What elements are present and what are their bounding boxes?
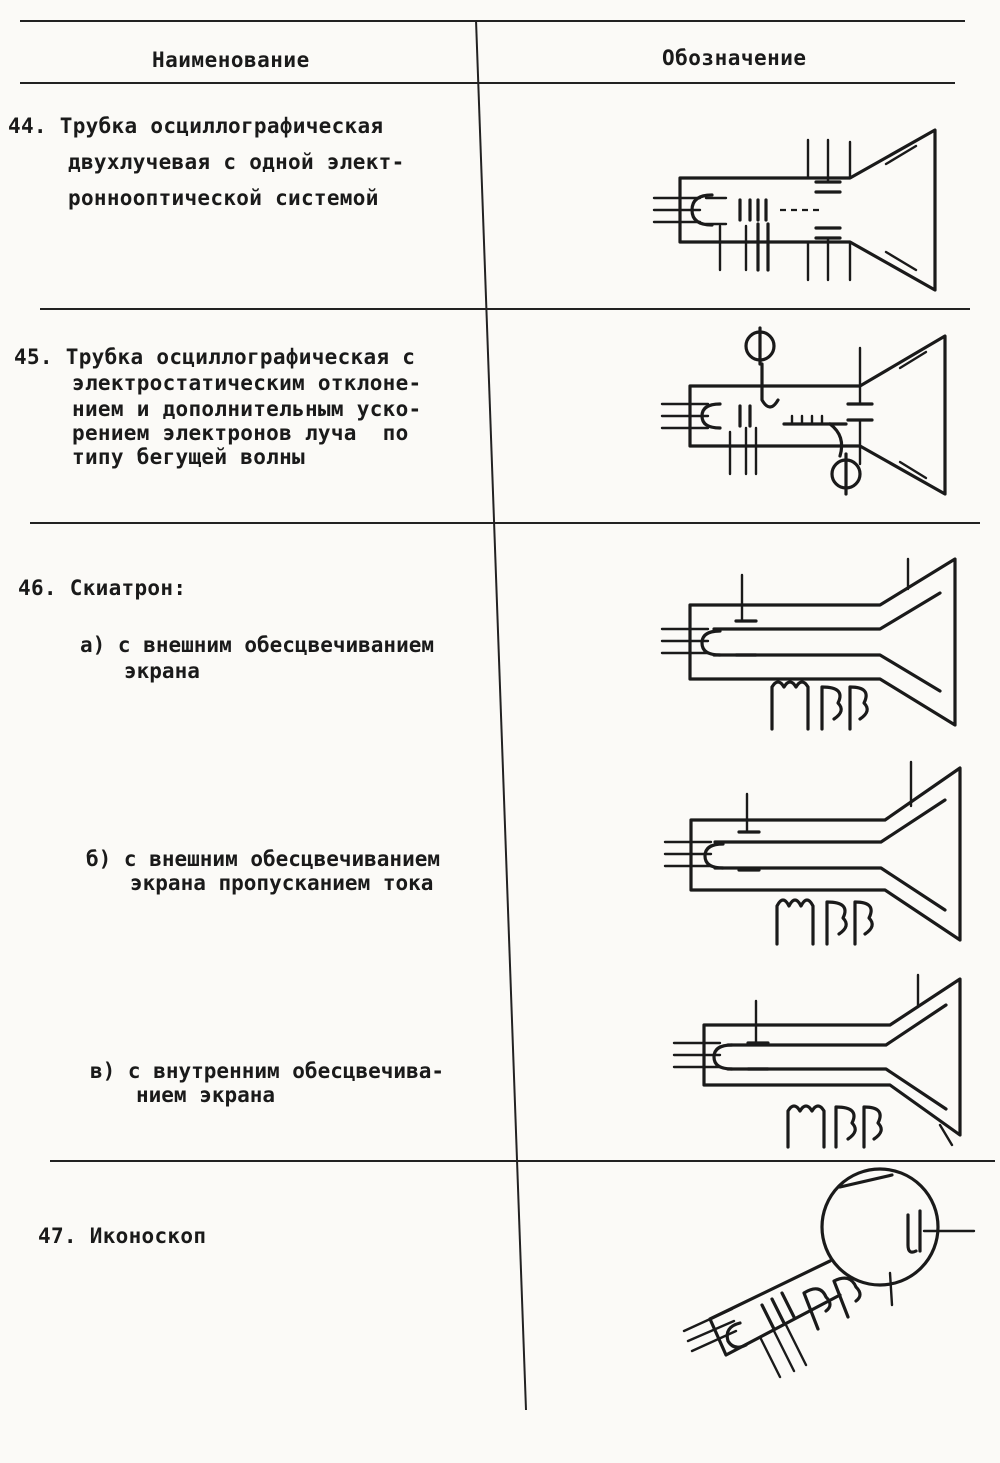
item-46c-line-2: нием экрана <box>136 1083 276 1107</box>
column-header-symbol: Обозначение <box>662 46 807 70</box>
item-46b-line-1: б) с внешним обесцвечиванием <box>86 847 441 871</box>
item-44-line-2: двухлучевая с одной элект- <box>68 150 405 174</box>
header-rule <box>20 82 955 84</box>
row-rule-2 <box>30 522 980 524</box>
item-46a-line-2: экрана <box>124 659 200 683</box>
traveling-wave-oscillograph-tube-icon <box>660 326 947 496</box>
item-47-line-1: 47. Иконоскоп <box>38 1224 207 1248</box>
item-46c-line-1: в) с внутренним обесцвечива- <box>90 1059 445 1083</box>
item-44-line-1: 44. Трубка осциллографическая <box>8 114 384 138</box>
skiatron-internal-bleach-icon <box>672 973 962 1149</box>
iconoscope-icon <box>682 1167 976 1379</box>
item-45-line-2: электростатическим отклоне- <box>72 371 422 395</box>
skiatron-current-bleach-icon <box>663 760 962 946</box>
top-rule <box>20 20 965 22</box>
row-rule-3 <box>50 1160 995 1162</box>
row-rule-1 <box>40 308 970 310</box>
item-46b-line-2: экрана пропусканием тока <box>130 871 434 895</box>
item-46a-line-1: а) с внешним обесцвечиванием <box>80 633 435 657</box>
item-45-line-1: 45. Трубка осциллографическая с <box>14 345 416 369</box>
item-45-line-4: рением электронов луча по <box>72 421 409 445</box>
dual-beam-oscillograph-tube-icon <box>652 128 937 292</box>
item-46-title: 46. Скиатрон: <box>18 576 187 600</box>
column-header-name: Наименование <box>152 48 310 72</box>
item-45-line-5: типу бегущей волны <box>72 445 305 469</box>
item-45-line-3: нием и дополнительным уско- <box>72 397 422 421</box>
skiatron-external-bleach-icon <box>660 557 957 731</box>
item-44-line-3: ронно­оптической системой <box>68 186 379 210</box>
